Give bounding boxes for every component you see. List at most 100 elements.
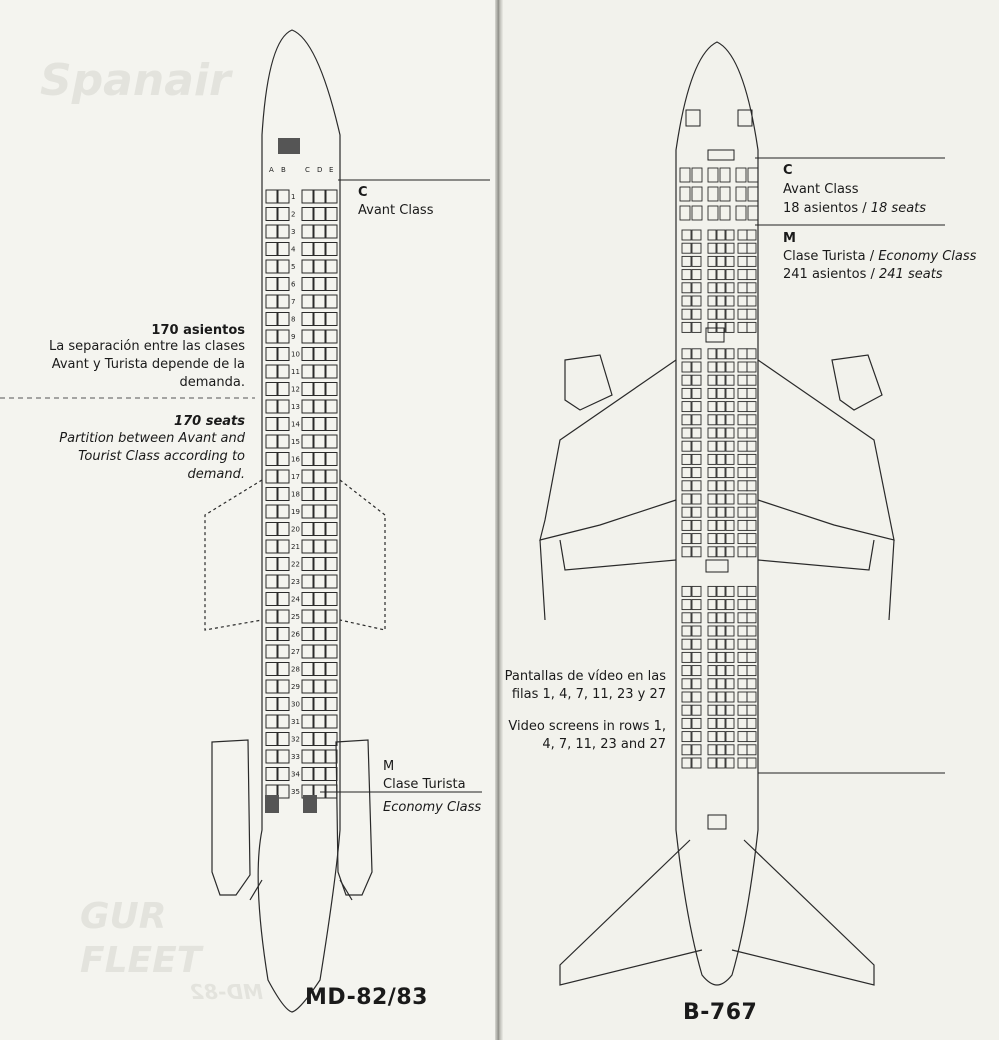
b767-economy-seat (707, 678, 717, 690)
b767-business-seat (691, 167, 703, 183)
md82-seat (301, 487, 314, 501)
md82-seat (265, 627, 278, 641)
b767-economy-seat (716, 255, 726, 267)
b767-economy-seat (725, 519, 735, 531)
b767-economy-seat (707, 546, 717, 558)
md82-seat (325, 399, 338, 414)
b767-lav-rear (707, 814, 727, 830)
md82-seat (277, 469, 290, 484)
b767-economy-seat (681, 678, 692, 690)
b767-economy-seat (691, 308, 702, 320)
b767-economy-seat (737, 731, 748, 743)
md82-seat (301, 679, 314, 694)
md82-seat (313, 732, 326, 746)
b767-economy-seat (691, 387, 702, 399)
b767-economy-seat (691, 651, 702, 663)
md82-galley-rear-right (303, 795, 317, 813)
b767-economy-seat (691, 440, 702, 452)
md82-row-number: 2 (291, 211, 295, 219)
b767-economy-seat (707, 493, 717, 505)
b767-economy-seat (737, 401, 748, 413)
md82-seat (325, 259, 338, 274)
md82-seat (301, 347, 314, 361)
md82-seat (313, 224, 326, 239)
md82-seat (301, 574, 314, 589)
b767-economy-seat (681, 269, 692, 281)
md82-row-number: 23 (291, 578, 300, 586)
b767-economy-seat (691, 612, 702, 624)
md82-seat (301, 697, 314, 711)
b767-economy-seat (716, 506, 726, 518)
b767-business-seat (735, 167, 747, 183)
b767-economy-seat (691, 506, 702, 518)
md82-seat (313, 662, 326, 676)
md82-seat (277, 189, 290, 204)
b767-economy-seat (725, 678, 735, 690)
b767-economy-seat (681, 744, 692, 756)
md82-seat (325, 644, 338, 659)
md82-class-m-name: Clase Turista (383, 777, 466, 792)
md82-seat (301, 312, 314, 326)
b767-economy-seat (681, 440, 692, 452)
b767-economy-seat (681, 229, 692, 241)
md82-seat (301, 207, 314, 221)
b767-business-seat (691, 186, 703, 202)
md82-row-number: 27 (291, 648, 300, 656)
b767-economy-seat (716, 638, 726, 650)
b767-economy-seat (725, 269, 735, 281)
md82-wing-left (204, 479, 263, 631)
b767-economy-seat (707, 269, 717, 281)
md82-seat (301, 382, 314, 396)
b767-business-seat (679, 167, 691, 183)
b767-economy-seat (746, 282, 757, 294)
b767-economy-seat (691, 757, 702, 769)
b767-economy-seat (681, 625, 692, 637)
b767-economy-seat (746, 704, 757, 716)
b767-economy-seat (716, 348, 726, 360)
b767-economy-seat (725, 229, 735, 241)
b767-economy-seat (746, 229, 757, 241)
b767-economy-seat (716, 612, 726, 624)
md82-seat (265, 347, 278, 361)
b767-economy-seat (737, 229, 748, 241)
b767-economy-seat (691, 348, 702, 360)
md82-seat (313, 714, 326, 729)
b767-economy-seat (746, 493, 757, 505)
md82-seat (313, 504, 326, 519)
md82-seat (265, 679, 278, 694)
md82-row-number: 35 (291, 788, 300, 796)
b767-economy-seat (681, 651, 692, 663)
b767-economy-seat (746, 321, 757, 333)
b767-economy-seat (707, 401, 717, 413)
b767-economy-seat (691, 731, 702, 743)
md82-seat (313, 487, 326, 501)
md82-class-c-code: C (358, 185, 368, 200)
md82-seat-letter: B (281, 166, 286, 174)
md82-row-number: 29 (291, 683, 300, 691)
b767-economy-seat (737, 493, 748, 505)
md82-seat (265, 574, 278, 589)
md82-seat (265, 714, 278, 729)
b767-economy-seat (737, 585, 748, 597)
b767-economy-seat (725, 546, 735, 558)
b767-economy-seat (725, 295, 735, 307)
md82-seat (325, 697, 338, 711)
b767-economy-seat (681, 361, 692, 373)
md82-row-number: 8 (291, 316, 295, 324)
md82-seat (313, 609, 326, 624)
b767-economy-seat (737, 467, 748, 479)
md82-seat (277, 767, 290, 781)
md82-seat (301, 557, 314, 571)
b767-economy-seat (691, 282, 702, 294)
b767-economy-seat (691, 295, 702, 307)
b767-economy-seat (707, 308, 717, 320)
md82-seat (313, 469, 326, 484)
md82-row-number: 34 (291, 771, 300, 779)
md82-seat (301, 452, 314, 466)
b767-economy-seat (746, 757, 757, 769)
md82-row-number: 21 (291, 543, 300, 551)
b767-economy-seat (725, 414, 735, 426)
md82-class-c-name: Avant Class (358, 203, 434, 218)
b767-economy-seat (681, 612, 692, 624)
